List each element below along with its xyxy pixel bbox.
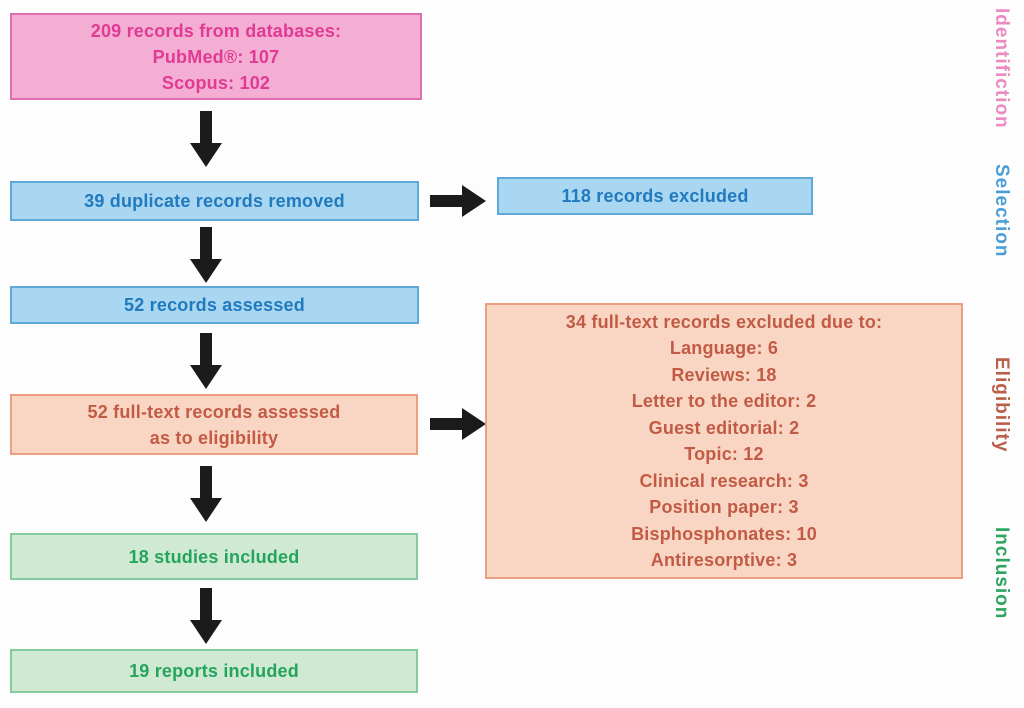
box-line: as to eligibility [149, 427, 279, 448]
box-records-excluded: 118 records excluded [497, 177, 813, 215]
stage-label-eligibility: Eligibility [991, 357, 1012, 453]
box-records-assessed: 52 records assessed [10, 286, 419, 324]
box-line: 39 duplicate records removed [84, 191, 345, 211]
stage-label-selection: Selection [991, 164, 1012, 258]
arrow-right-icon [430, 404, 486, 444]
box-line: 34 full-text records excluded due to: [565, 311, 883, 332]
box-duplicate-records-removed: 39 duplicate records removed [10, 181, 419, 221]
box-fulltext-records-excluded: 34 full-text records excluded due to: La… [485, 303, 963, 579]
box-line: Scopus: 102 [161, 72, 271, 93]
box-line: Topic: 12 [684, 444, 764, 464]
arrow-down-icon [186, 111, 226, 167]
box-records-from-databases: 209 records from databases: PubMed®: 107… [10, 13, 422, 100]
box-line: Antiresorptive: 3 [650, 550, 798, 570]
box-studies-included: 18 studies included [10, 533, 418, 580]
box-line: Position paper: 3 [649, 497, 799, 517]
box-line: Clinical research: 3 [639, 470, 809, 491]
box-reports-included: 19 reports included [10, 649, 418, 693]
arrow-down-icon [186, 588, 226, 644]
box-line: PubMed®: 107 [152, 46, 280, 67]
box-line: Reviews: 18 [671, 364, 777, 385]
box-line: Letter to the editor: 2 [631, 391, 817, 411]
stage-label-inclusion: Inclusion [991, 527, 1012, 620]
box-line: 52 full-text records assessed [87, 401, 341, 422]
box-line: Guest editorial: 2 [648, 417, 800, 438]
arrow-down-icon [186, 466, 226, 522]
arrow-right-icon [430, 181, 486, 221]
box-line: Bisphosphonates: 10 [631, 523, 817, 544]
box-line: 118 records excluded [561, 186, 749, 206]
box-line: 19 reports included [129, 661, 299, 681]
stage-label-identification: Identifiction [991, 8, 1012, 129]
box-line: 18 studies included [128, 546, 300, 567]
box-line: 52 records assessed [124, 295, 305, 315]
box-fulltext-records-assessed: 52 full-text records assessed as to elig… [10, 394, 418, 455]
box-line: 209 records from databases: [90, 20, 342, 41]
box-line: Language: 6 [669, 338, 779, 358]
arrow-down-icon [186, 227, 226, 283]
arrow-down-icon [186, 333, 226, 389]
